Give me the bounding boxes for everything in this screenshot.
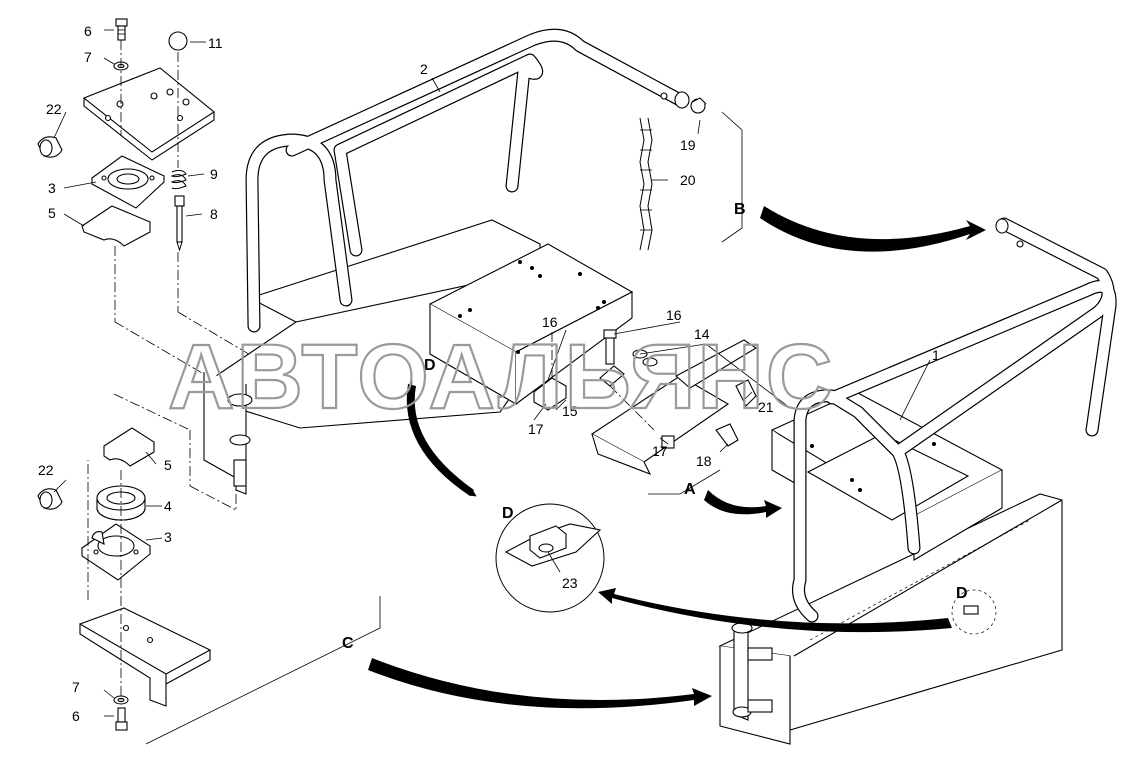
callout-21: 21 <box>758 399 774 415</box>
spacer-plate-top <box>81 205 151 247</box>
callout-19: 19 <box>680 137 696 153</box>
view-letters: B A C D D D <box>342 201 968 652</box>
detail-d-view <box>495 503 605 613</box>
spacer-plate-bottom <box>103 427 155 467</box>
callout-16-left: 16 <box>542 314 558 330</box>
top-plate <box>82 67 215 161</box>
callout-15: 15 <box>562 403 578 419</box>
ball-knob-icon <box>168 31 188 51</box>
callout-22-bottom: 22 <box>38 462 54 478</box>
pin-icon <box>174 195 185 252</box>
main-frame <box>203 219 634 495</box>
view-arrows <box>368 206 986 709</box>
base-bracket <box>78 607 212 707</box>
callout-23: 23 <box>562 575 578 591</box>
callout-16-right: 16 <box>666 307 682 323</box>
callout-11: 11 <box>208 35 223 51</box>
callout-20: 20 <box>680 172 696 188</box>
callout-18: 18 <box>696 453 712 469</box>
callout-5-bottom: 5 <box>164 457 172 473</box>
callout-4: 4 <box>164 498 172 514</box>
callout-3-bottom: 3 <box>164 529 172 545</box>
callout-8: 8 <box>210 206 218 222</box>
leader-lines <box>53 29 931 745</box>
callout-7-bottom: 7 <box>72 679 80 695</box>
callout-7-top: 7 <box>84 49 92 65</box>
view-a-label: A <box>684 481 696 498</box>
view-c-label: C <box>342 635 354 652</box>
tube-rail-2 <box>245 28 690 333</box>
chain-icon <box>639 117 653 251</box>
view-d-right-label: D <box>956 585 968 602</box>
watermark-text: АВТОАЛЬЯНС <box>168 326 834 428</box>
latch-assembly <box>533 329 758 476</box>
callout-6-top: 6 <box>84 23 92 39</box>
flange-bearing-bottom <box>81 523 151 581</box>
bushing-bottom-icon <box>37 488 63 510</box>
callout-2: 2 <box>420 61 428 77</box>
bottom-mount-assembly <box>37 393 237 731</box>
callout-14: 14 <box>694 326 710 342</box>
flange-bearing-top <box>90 155 165 209</box>
callout-5-top: 5 <box>48 205 56 221</box>
top-mount-assembly <box>37 18 253 381</box>
callout-9: 9 <box>210 166 218 182</box>
callout-22-top: 22 <box>46 101 62 117</box>
right-frame-assembly <box>718 217 1117 745</box>
bolt-top-icon <box>115 18 128 41</box>
callout-6-bottom: 6 <box>72 708 80 724</box>
view-b-label: B <box>734 201 746 218</box>
end-cap-icon <box>690 97 707 114</box>
view-d-main-label: D <box>424 357 436 374</box>
callout-17-right: 17 <box>652 443 668 459</box>
callout-17-left: 17 <box>528 421 544 437</box>
bushing-top-icon <box>37 136 63 158</box>
callout-1: 1 <box>932 347 940 363</box>
view-d-detail-label: D <box>502 505 514 522</box>
bolt-bottom-icon <box>115 707 128 731</box>
callout-3-top: 3 <box>48 180 56 196</box>
detail-d-marker <box>951 589 997 635</box>
callout-labels: 6 7 11 22 3 5 9 8 2 19 20 16 16 14 15 17… <box>38 23 940 724</box>
spring-icon <box>170 169 187 190</box>
